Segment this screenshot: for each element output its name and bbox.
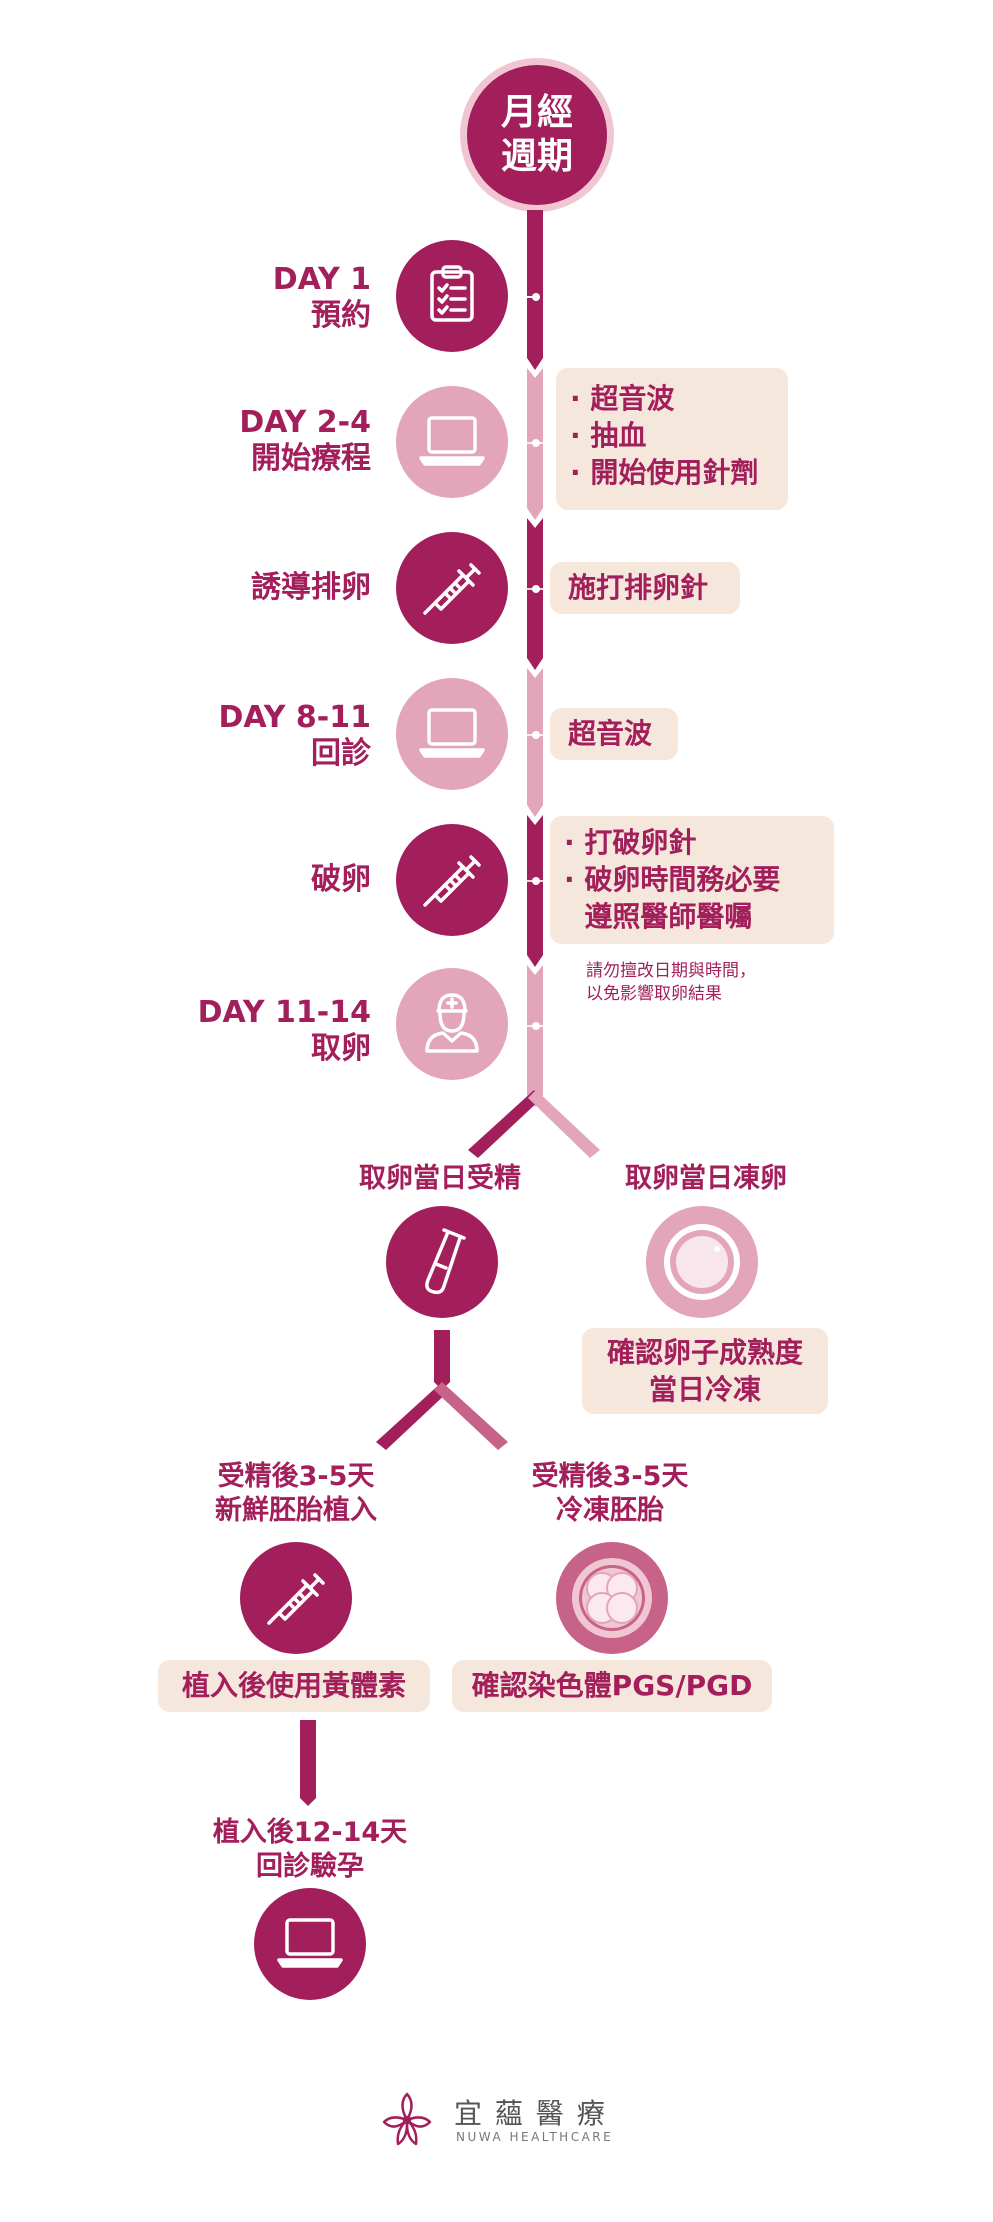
egg-circle [646, 1206, 758, 1318]
egg-cell-icon [657, 1217, 747, 1307]
step-day1-line1: DAY 1 [272, 262, 371, 297]
pregnancy-test-label: 植入後12-14天 回診驗孕 [212, 1817, 408, 1882]
freeze-egg-box-line2: 當日冷凍 [648, 1373, 761, 1406]
step-induce-label: 誘導排卵 [251, 570, 371, 606]
step-trigger-circle [396, 824, 508, 936]
step-trigger-line1: 破卵 [311, 862, 371, 897]
laptop-icon [417, 702, 487, 766]
logo-chinese: 宜 蘊 醫 療 [454, 2097, 607, 2130]
induce-box-text: 施打排卵針 [568, 571, 709, 604]
trigger-item: · 破卵時間務必要 [564, 863, 781, 896]
branch1-split [468, 1090, 600, 1158]
pregnancy-test-circle [254, 1888, 366, 2000]
induce-box: 施打排卵針 [550, 562, 740, 614]
step-day8-11-label: DAY 8-11 回診 [219, 700, 372, 772]
day2-4-item: · 超音波 [570, 382, 675, 415]
branch2-split [376, 1330, 508, 1450]
embryo-icon [566, 1552, 658, 1644]
day2-4-item: · 抽血 [570, 419, 647, 452]
note-line1: 請勿擅改日期與時間， [586, 961, 756, 981]
step-day8-11-line1: DAY 8-11 [218, 700, 372, 735]
flower-logo-icon [376, 2090, 438, 2156]
warning-note: 請勿擅改日期與時間， 以免影響取卵結果 [586, 960, 756, 1006]
freeze-egg-box: 確認卵子成熟度 當日冷凍 [582, 1328, 828, 1414]
step-day11-14-label: DAY 11-14 取卵 [198, 995, 371, 1067]
step-day8-11-circle [396, 678, 508, 790]
step-day2-4-line1: DAY 2-4 [239, 405, 371, 440]
day2-4-item: · 開始使用針劑 [570, 456, 759, 489]
title-line1: 月經 [500, 92, 573, 133]
fertilize-circle [386, 1206, 498, 1318]
laptop-icon [275, 1912, 345, 1976]
transfer-circle [240, 1542, 352, 1654]
step-trigger-label: 破卵 [311, 862, 371, 898]
step-day2-4-line2: 開始療程 [251, 441, 371, 476]
trigger-item: · 遵照醫師醫囑 [584, 900, 753, 933]
step-day8-11-line2: 回診 [311, 736, 371, 771]
step-induce-line1: 誘導排卵 [251, 570, 371, 605]
day8-11-box: 超音波 [550, 708, 678, 760]
title-circle: 月經 週期 [460, 58, 614, 212]
syringe-icon [417, 551, 487, 625]
progesterone-box-text: 植入後使用黃體素 [181, 1669, 406, 1702]
trigger-item: · 打破卵針 [564, 826, 697, 859]
step-induce-circle [396, 532, 508, 644]
test-tube-icon [412, 1224, 472, 1300]
embryo-circle [556, 1542, 668, 1654]
pgs-box: 確認染色體PGS/PGD [452, 1660, 772, 1712]
doctor-icon [417, 987, 487, 1061]
day8-11-box-text: 超音波 [568, 717, 653, 750]
fresh-embryo-label: 受精後3-5天 新鮮胚胎植入 [215, 1461, 377, 1526]
title-line2: 週期 [500, 136, 573, 177]
frozen-embryo-label: 受精後3-5天 冷凍胚胎 [531, 1461, 689, 1526]
final-connector [300, 1720, 316, 1806]
step-day1-line2: 預約 [311, 298, 371, 333]
brand-logo: 宜 蘊 醫 療 NUWA HEALTHCARE [376, 2090, 636, 2150]
pgs-box-text: 確認染色體PGS/PGD [471, 1669, 753, 1702]
step-day11-14-line1: DAY 11-14 [197, 995, 371, 1030]
step-day2-4-label: DAY 2-4 開始療程 [239, 405, 371, 477]
step-day2-4-circle [396, 386, 508, 498]
fresh-fertilize-label: 取卵當日受精 [359, 1163, 521, 1194]
clipboard-icon [420, 262, 484, 330]
step-day11-14-circle [396, 968, 508, 1080]
laptop-icon [417, 410, 487, 474]
freeze-egg-box-line1: 確認卵子成熟度 [606, 1336, 803, 1369]
step-day1-circle [396, 240, 508, 352]
step-day1-label: DAY 1 預約 [273, 262, 371, 334]
syringe-icon [417, 843, 487, 917]
note-line2: 以免影響取卵結果 [586, 984, 722, 1004]
freeze-egg-label: 取卵當日凍卵 [625, 1163, 787, 1194]
day2-4-box: · 超音波 · 抽血 · 開始使用針劑 [556, 368, 788, 510]
trigger-box: · 打破卵針 · 破卵時間務必要 · 遵照醫師醫囑 [550, 816, 834, 944]
step-day11-14-line2: 取卵 [311, 1031, 371, 1066]
progesterone-box: 植入後使用黃體素 [158, 1660, 430, 1712]
syringe-icon [261, 1561, 331, 1635]
logo-english: NUWA HEALTHCARE [456, 2130, 614, 2144]
